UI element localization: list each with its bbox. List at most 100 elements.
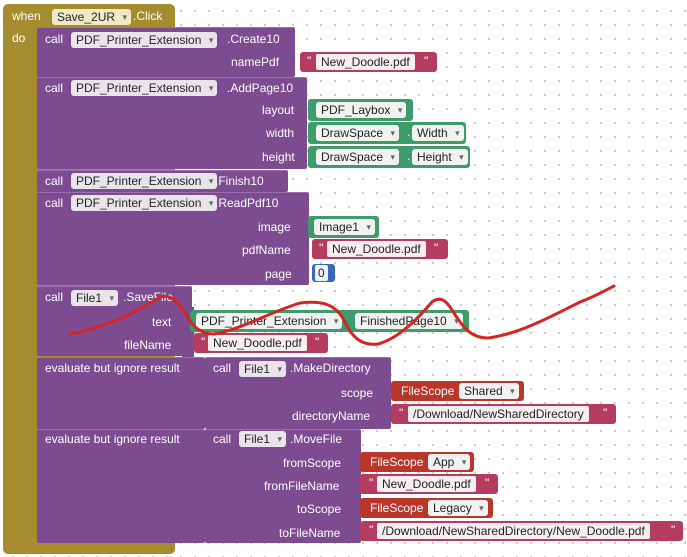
text-value[interactable]: New_Doodle.pdf (377, 476, 476, 492)
call-label: call (45, 290, 64, 304)
quote-open: " (201, 335, 206, 349)
text-block-pdfname[interactable]: " New_Doodle.pdf " (312, 239, 448, 259)
quote-open: " (319, 241, 324, 255)
call-label: call (45, 81, 64, 95)
component-dropdown[interactable]: PDF_Printer_Extension (71, 195, 218, 211)
do-label: do (12, 31, 26, 45)
param-label-fromscope: fromScope (283, 456, 342, 470)
quote-open: " (399, 406, 404, 420)
text-value[interactable]: New_Doodle.pdf (327, 241, 426, 257)
event-name-label: .Click (133, 9, 163, 23)
text-block-fromfilename[interactable]: " New_Doodle.pdf " (360, 474, 498, 494)
filescope-label: FileScope (370, 501, 424, 515)
component-dropdown[interactable]: File1 (239, 361, 287, 377)
event-component-dropdown[interactable]: Save_2UR (52, 9, 132, 25)
call-movefile-block[interactable]: call File1 .MoveFile fromScope fromFileN… (205, 429, 361, 543)
param-label-width: width (266, 126, 295, 140)
dot-separator: . (407, 125, 411, 139)
component-dropdown[interactable]: File1 (239, 431, 287, 447)
property-block-text[interactable]: PDF_Printer_Extension . FinishedPage10 (190, 310, 469, 332)
param-label-toscope: toScope (297, 502, 342, 516)
param-label-scope: scope (341, 386, 374, 400)
text-value[interactable]: /Download/NewSharedDirectory (408, 406, 589, 422)
component-dropdown[interactable]: File1 (71, 290, 119, 306)
quote-open: " (307, 54, 312, 68)
filescope-label: FileScope (401, 384, 455, 398)
dot-separator: . (344, 313, 348, 327)
evaluate-label: evaluate but ignore result (45, 432, 180, 446)
filescope-label: FileScope (370, 455, 424, 469)
filescope-block-scope[interactable]: FileScope Shared (391, 381, 524, 401)
text-block-tofilename[interactable]: " /Download/NewSharedDirectory/New_Doodl… (360, 521, 683, 541)
text-block-filename[interactable]: " New_Doodle.pdf " (194, 333, 328, 353)
call-label: call (213, 361, 232, 375)
param-label-pdfname: pdfName (242, 243, 291, 257)
component-dropdown[interactable]: PDF_Printer_Extension (71, 80, 218, 96)
dot-separator: . (407, 149, 411, 163)
property-block-width[interactable]: DrawSpace . Width (308, 122, 466, 144)
quote-close: " (603, 406, 608, 420)
call-makedirectory-block[interactable]: call File1 .MakeDirectory scope director… (205, 357, 391, 429)
param-label-filename: fileName (124, 338, 172, 352)
call-label: call (45, 32, 64, 46)
scope-dropdown[interactable]: Shared (459, 383, 519, 399)
height-component-dropdown[interactable]: DrawSpace (316, 149, 400, 165)
call-finish10-block[interactable]: call PDF_Printer_Extension .Finish10 (37, 170, 288, 192)
call-label: call (213, 432, 232, 446)
filescope-block-fromscope[interactable]: FileScope App (360, 452, 474, 472)
component-block-layout[interactable]: PDF_Laybox (308, 99, 413, 121)
component-dropdown[interactable]: PDF_Printer_Extension (71, 173, 218, 189)
layout-dropdown[interactable]: PDF_Laybox (316, 102, 407, 118)
method-label: .MakeDirectory (290, 361, 371, 375)
number-block-page[interactable]: 0 (312, 264, 335, 282)
call-readpdf10-block[interactable]: call PDF_Printer_Extension .ReadPdf10 im… (37, 192, 309, 285)
method-label: .AddPage10 (227, 81, 294, 95)
call-savefile-block[interactable]: call File1 .SaveFile text fileName (37, 286, 192, 356)
text-block-directoryname[interactable]: " /Download/NewSharedDirectory " (391, 404, 616, 424)
call-create10-block[interactable]: call PDF_Printer_Extension .Create10 nam… (37, 27, 295, 77)
evaluate-label: evaluate but ignore result (45, 361, 180, 375)
quote-close: " (485, 476, 490, 490)
call-label: call (45, 196, 64, 210)
evaluate-block-movefile[interactable]: evaluate but ignore result (37, 429, 205, 543)
method-label: .Finish10 (215, 174, 264, 188)
param-label-text: text (152, 315, 172, 329)
quote-close: " (424, 54, 429, 68)
param-label-tofilename: toFileName (279, 526, 341, 540)
page-number-value[interactable]: 0 (315, 265, 328, 281)
filescope-block-toscope[interactable]: FileScope Legacy (360, 498, 493, 518)
height-property-dropdown[interactable]: Height (412, 149, 468, 165)
evaluate-block-makedirectory[interactable]: evaluate but ignore result (37, 357, 205, 429)
quote-close: " (434, 241, 439, 255)
width-component-dropdown[interactable]: DrawSpace (316, 125, 400, 141)
method-label: .MoveFile (290, 432, 343, 446)
call-label: call (45, 174, 64, 188)
param-label-image: image (258, 220, 291, 234)
text-block-namepdf[interactable]: " New_Doodle.pdf " (300, 52, 437, 72)
quote-close: " (315, 335, 320, 349)
method-label: .ReadPdf10 (215, 196, 279, 210)
quote-open: " (369, 476, 374, 490)
text-value[interactable]: New_Doodle.pdf (208, 335, 307, 351)
param-label-directoryname: directoryName (292, 409, 371, 423)
width-property-dropdown[interactable]: Width (412, 125, 464, 141)
toscope-dropdown[interactable]: Legacy (428, 500, 488, 516)
method-label: .Create10 (227, 32, 280, 46)
param-label-namepdf: namePdf (231, 55, 280, 69)
quote-close: " (671, 523, 676, 537)
param-label-height: height (262, 150, 295, 164)
method-label: .SaveFile (123, 290, 174, 304)
component-block-image[interactable]: Image1 (308, 216, 379, 238)
component-dropdown[interactable]: PDF_Printer_Extension (71, 32, 218, 48)
param-label-layout: layout (262, 103, 295, 117)
text-value[interactable]: /Download/NewSharedDirectory/New_Doodle.… (377, 523, 650, 539)
image-dropdown[interactable]: Image1 (314, 219, 376, 235)
param-label-fromfilename: fromFileName (264, 479, 340, 493)
when-label: when (12, 9, 41, 23)
text-component-dropdown[interactable]: PDF_Printer_Extension (196, 313, 343, 329)
fromscope-dropdown[interactable]: App (428, 454, 471, 470)
text-property-dropdown[interactable]: FinishedPage10 (355, 313, 463, 329)
call-addpage10-block[interactable]: call PDF_Printer_Extension .AddPage10 la… (37, 77, 307, 169)
text-value[interactable]: New_Doodle.pdf (316, 54, 415, 70)
property-block-height[interactable]: DrawSpace . Height (308, 146, 470, 168)
